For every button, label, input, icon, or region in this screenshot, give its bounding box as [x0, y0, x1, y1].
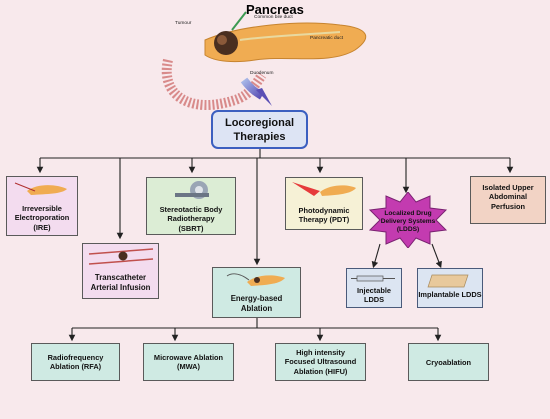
ldds-line2: Delivery Systems: [380, 217, 436, 225]
cryo-line1: Cryoablation: [425, 358, 472, 367]
sbrt-line2: Radiotherapy: [167, 214, 215, 224]
ire-line1: Irreversible: [22, 204, 62, 213]
ldds-line1: Localized Drug: [384, 210, 432, 217]
cryoablation-box: Cryoablation: [408, 343, 489, 381]
tai-box: Transcatheter Arterial Infusion: [82, 243, 159, 299]
rfa-box: Radiofrequency Ablation (RFA): [31, 343, 120, 381]
tai-line1: Transcatheter: [94, 273, 147, 282]
pdt-line2: Therapy (PDT): [298, 215, 350, 225]
sbrt-line1: Stereotactic Body: [159, 205, 223, 214]
label-tumour: Tumour: [175, 21, 192, 26]
syringe-icon: [351, 275, 395, 282]
ire-box: Irreversible Electroporation (IRE): [6, 176, 78, 236]
hifu-line3: Ablation (HIFU): [293, 366, 348, 376]
injectable-ldds-box: Injectable LDDS: [346, 268, 402, 308]
ire-pancreas-icon: [14, 182, 67, 195]
hifu-line2: Focused Ultrasound: [284, 357, 357, 367]
energy-ablation-box: Energy-based Ablation: [212, 267, 301, 318]
sbrt-machine-icon: [175, 181, 209, 199]
pdt-light-icon: [292, 182, 356, 196]
root-line1: Locoregional: [224, 117, 295, 129]
ldds-star-shape: [368, 192, 448, 248]
sbrt-box: Stereotactic Body Radiotherapy (SBRT): [146, 177, 236, 235]
locoregional-therapies-box: Locoregional Therapies: [211, 110, 308, 149]
implant-icon: [427, 274, 469, 288]
iuap-box: Isolated Upper Abdominal Perfusion: [470, 176, 546, 224]
injectable-line2: LDDS: [363, 295, 385, 305]
iuap-line2: Abdominal: [488, 192, 528, 202]
label-common-bile-duct: Common bile duct: [254, 15, 293, 20]
pancreas-illustration: [161, 11, 367, 110]
tai-catheter-icon: [88, 248, 154, 265]
iuap-line1: Isolated Upper: [482, 183, 534, 192]
rfa-line1: Radiofrequency: [47, 353, 104, 362]
rfa-line2: Ablation (RFA): [49, 362, 102, 372]
hifu-line1: High intensity: [296, 348, 345, 357]
pdt-line1: Photodynamic: [298, 206, 350, 215]
ire-line2: Electroporation: [14, 213, 70, 223]
root-line2: Therapies: [233, 130, 286, 143]
implantable-ldds-box: Implantable LDDS: [417, 268, 483, 308]
iuap-line3: Perfusion: [490, 201, 526, 211]
injectable-line1: Injectable: [356, 286, 392, 295]
label-pancreatic-duct: Pancreatic duct: [310, 36, 344, 41]
ldds-line3: (LDDS): [396, 225, 420, 233]
label-duodenum: Duodenum: [250, 71, 274, 76]
energy-pancreas-icon: [226, 273, 285, 286]
energy-line1: Energy-based: [230, 294, 283, 303]
energy-line2: Ablation: [240, 303, 273, 313]
implantable-line1: Implantable LDDS: [418, 290, 482, 299]
pancreas-title: Pancreas: [246, 2, 304, 17]
mwa-box: Microwave Ablation (MWA): [143, 343, 234, 381]
ire-line3: (IRE): [33, 222, 51, 232]
hifu-box: High intensity Focused Ultrasound Ablati…: [275, 343, 366, 381]
ldds-label: Localized Drug Delivery Systems (LDDS): [373, 210, 443, 234]
mwa-line1: Microwave Ablation: [153, 353, 224, 362]
pdt-box: Photodynamic Therapy (PDT): [285, 177, 363, 230]
mwa-line2: (MWA): [177, 362, 200, 372]
tai-line2: Arterial Infusion: [90, 282, 151, 292]
sbrt-line3: (SBRT): [178, 223, 204, 233]
